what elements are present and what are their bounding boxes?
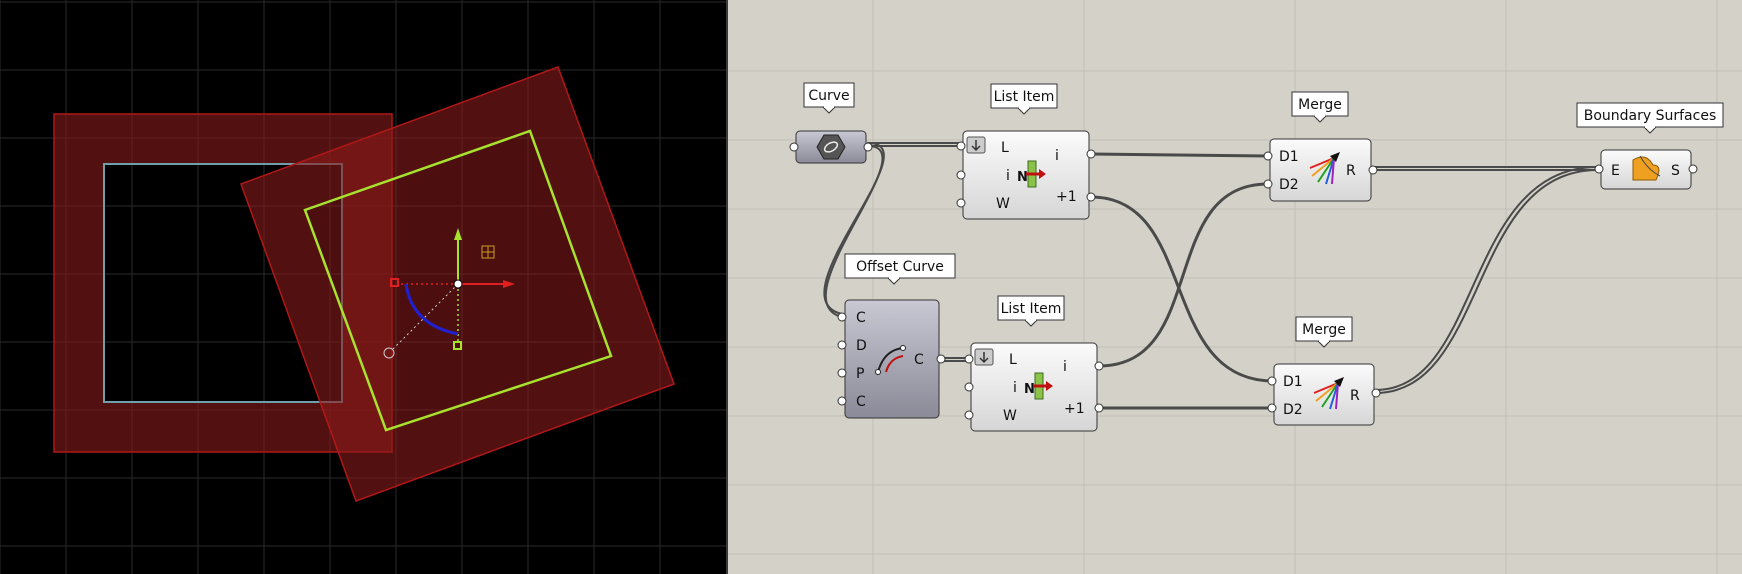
merge-icon xyxy=(1313,377,1344,410)
svg-text:S: S xyxy=(1671,163,1680,179)
curve-label: Curve xyxy=(808,88,849,104)
svg-text:L: L xyxy=(1001,140,1009,156)
svg-text:C: C xyxy=(856,310,866,326)
selected-curve xyxy=(303,129,613,432)
svg-text:D1: D1 xyxy=(1279,149,1299,165)
offset-curve-icon xyxy=(875,345,906,375)
list-item-icon: N xyxy=(1017,160,1046,188)
svg-text:L: L xyxy=(1009,352,1017,368)
merge-2[interactable]: Merge D1 D2 R xyxy=(1267,316,1381,426)
svg-text:C: C xyxy=(856,394,866,410)
gumball-widget xyxy=(383,228,515,359)
merge-icon xyxy=(1309,152,1340,185)
svg-text:i: i xyxy=(1013,380,1017,396)
svg-text:W: W xyxy=(996,196,1010,212)
pane-divider[interactable] xyxy=(726,0,728,574)
svg-text:D2: D2 xyxy=(1283,402,1303,418)
svg-text:D2: D2 xyxy=(1279,177,1299,193)
svg-text:+1: +1 xyxy=(1064,401,1085,417)
wire-listitem2-i-to-merge1-d2 xyxy=(1097,182,1270,368)
svg-text:C: C xyxy=(914,352,924,368)
list-item-icon: N xyxy=(1024,372,1053,400)
wire-listitem1-plus1-to-merge2-d1 xyxy=(1089,195,1275,383)
svg-text:i: i xyxy=(1063,359,1067,375)
grasshopper-canvas[interactable]: Curve List Item L i W xyxy=(728,0,1742,574)
svg-text:P: P xyxy=(856,366,864,382)
svg-text:Offset Curve: Offset Curve xyxy=(856,259,944,275)
svg-text:List Item: List Item xyxy=(1001,301,1062,317)
curve-icon xyxy=(816,134,846,160)
boundary-surfaces[interactable]: Boundary Surfaces E S xyxy=(1576,102,1724,190)
wires xyxy=(823,141,1599,410)
canvas-grid xyxy=(728,0,1742,574)
offset-curve[interactable]: Offset Curve C D P C C xyxy=(837,253,956,419)
svg-text:E: E xyxy=(1611,163,1620,179)
svg-text:Merge: Merge xyxy=(1302,322,1346,338)
svg-text:R: R xyxy=(1350,388,1360,404)
wire-merge2-to-boundary xyxy=(1374,169,1599,394)
svg-text:D: D xyxy=(856,338,867,354)
list-item-2[interactable]: List Item L i W i +1 N xyxy=(964,295,1104,432)
svg-text:i: i xyxy=(1055,148,1059,164)
svg-text:i: i xyxy=(1006,168,1010,184)
svg-text:+1: +1 xyxy=(1056,189,1077,205)
canvas-graphics: Curve List Item L i W xyxy=(728,0,1742,574)
wire-listitem1-i-to-merge1-d1 xyxy=(1089,152,1270,158)
viewport-graphics xyxy=(0,0,726,574)
svg-text:Boundary Surfaces: Boundary Surfaces xyxy=(1584,108,1717,124)
svg-text:W: W xyxy=(1003,408,1017,424)
wire-curve-to-offset xyxy=(825,145,884,318)
svg-text:R: R xyxy=(1346,163,1356,179)
svg-text:N: N xyxy=(1017,170,1028,185)
svg-text:D1: D1 xyxy=(1283,374,1303,390)
boundary-surface-icon xyxy=(1632,155,1661,181)
rhino-viewport[interactable] xyxy=(0,0,726,574)
svg-text:List Item: List Item xyxy=(994,89,1055,105)
curve-param[interactable]: Curve xyxy=(789,82,873,164)
merge-1[interactable]: Merge D1 D2 R xyxy=(1263,91,1378,202)
list-item-1[interactable]: List Item L i W i +1 N xyxy=(956,83,1096,220)
svg-text:Merge: Merge xyxy=(1298,97,1342,113)
svg-text:N: N xyxy=(1024,382,1035,397)
